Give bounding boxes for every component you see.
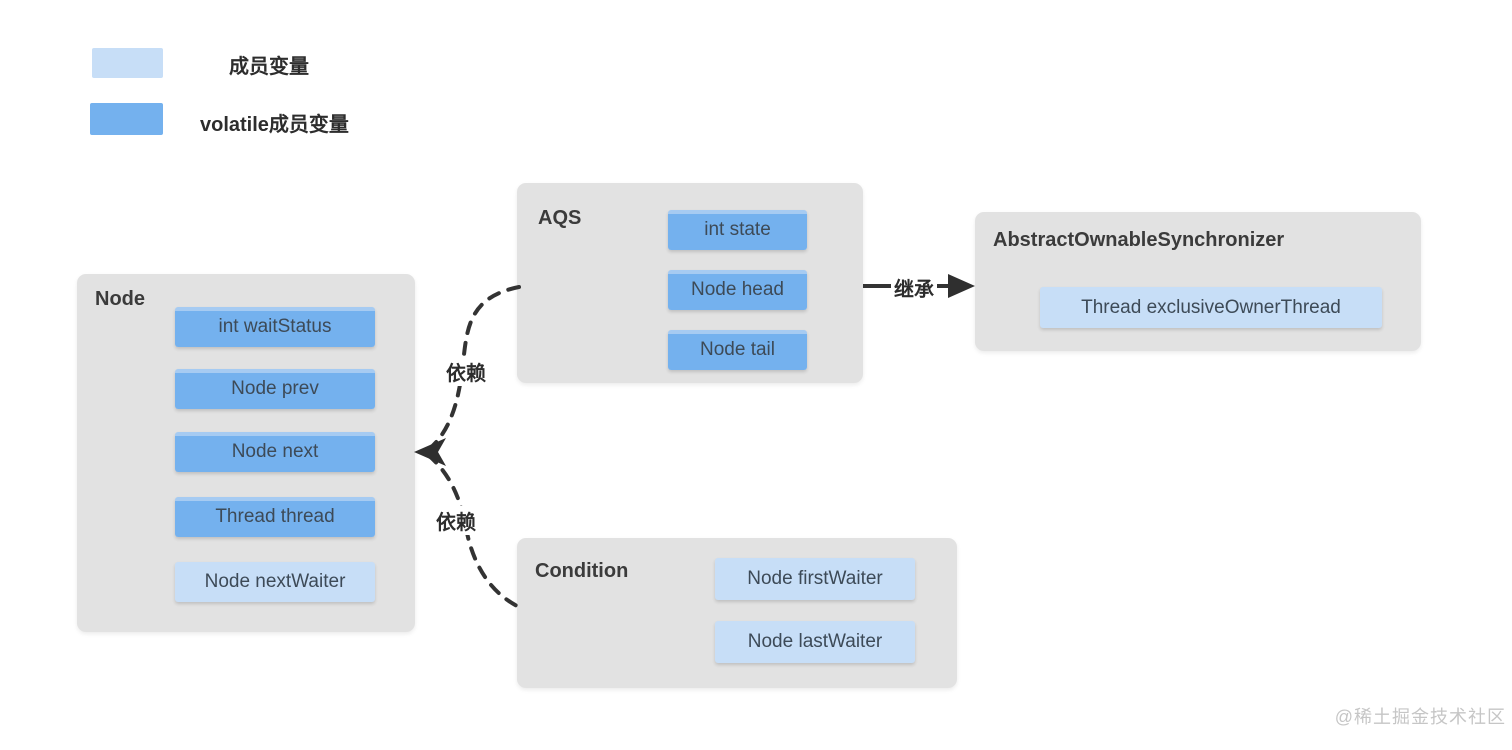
- class-box-abstract-ownable-synchronizer: AbstractOwnableSynchronizer Thread exclu…: [975, 212, 1421, 351]
- inheritance-arrowhead-icon: [948, 274, 975, 298]
- field-node-prev: Node prev: [175, 369, 375, 409]
- field-int-state: int state: [668, 210, 807, 250]
- field-thread-exclusiveownerthread: Thread exclusiveOwnerThread: [1040, 287, 1382, 328]
- field-node-nextwaiter: Node nextWaiter: [175, 562, 375, 602]
- class-box-aqs: AQS int state Node head Node tail: [517, 183, 863, 383]
- dependency-arrowhead-icon: [414, 438, 446, 466]
- field-node-tail: Node tail: [668, 330, 807, 370]
- class-box-condition: Condition Node firstWaiter Node lastWait…: [517, 538, 957, 688]
- field-node-head: Node head: [668, 270, 807, 310]
- legend-volatile-swatch: [90, 103, 163, 135]
- inheritance-label: 继承: [891, 273, 937, 302]
- field-int-waitstatus: int waitStatus: [175, 307, 375, 347]
- class-title-abstract-ownable-synchronizer: AbstractOwnableSynchronizer: [993, 229, 1285, 251]
- watermark: @稀土掘金技术社区: [1334, 707, 1506, 727]
- dependency-label-bottom: 依赖: [433, 506, 479, 535]
- legend-volatile-label: volatile成员变量: [200, 114, 349, 136]
- legend-member-label: 成员变量: [229, 56, 309, 78]
- field-node-firstwaiter: Node firstWaiter: [715, 558, 915, 600]
- field-thread-thread: Thread thread: [175, 497, 375, 537]
- class-title-node: Node: [95, 288, 145, 310]
- field-node-next: Node next: [175, 432, 375, 472]
- class-title-condition: Condition: [535, 560, 629, 582]
- field-node-lastwaiter: Node lastWaiter: [715, 621, 915, 663]
- dependency-label-top: 依赖: [443, 357, 489, 386]
- class-box-node: Node int waitStatus Node prev Node next …: [77, 274, 415, 632]
- class-title-aqs: AQS: [538, 207, 582, 229]
- legend-member-swatch: [92, 48, 163, 78]
